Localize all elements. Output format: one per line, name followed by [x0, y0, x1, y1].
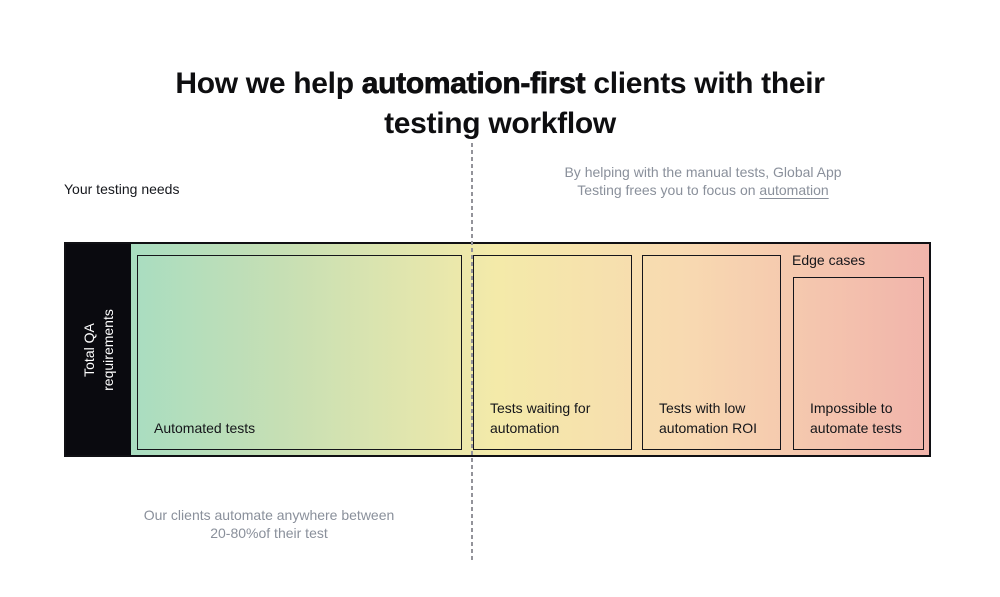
segment-low-roi: Tests with low automation ROI: [642, 255, 781, 450]
segment-label: Tests with low automation ROI: [659, 400, 758, 436]
title-highlight: automation-first: [361, 67, 586, 101]
total-qa-axis-box: Total QA requirements: [66, 244, 131, 455]
your-testing-needs-label: Your testing needs: [64, 181, 180, 197]
axis-label-line1: Total QA: [80, 322, 97, 377]
title-prefix: How we help: [175, 67, 362, 101]
automation-link[interactable]: automation: [759, 181, 829, 198]
dashed-divider-line: [471, 143, 473, 560]
title-line2: testing workflow: [384, 107, 616, 141]
edge-cases-label: Edge cases: [792, 252, 866, 268]
clients-automate-line2: 20-80%of their test: [210, 524, 328, 541]
segment-automated-tests: Automated tests: [137, 255, 462, 450]
title-line1-suffix: clients with their: [585, 67, 825, 101]
helper-note-line2: Testing frees you to focus on: [577, 181, 760, 198]
total-qa-axis-label: Total QA requirements: [80, 309, 118, 391]
clients-automate-line1: Our clients automate anywhere between: [143, 507, 395, 523]
axis-label-line2: requirements: [99, 308, 116, 391]
clients-automate-note: Our clients automate anywhere between 20…: [84, 507, 454, 542]
segment-label: Tests waiting for automation: [490, 400, 591, 436]
segment-label: Automated tests: [154, 419, 256, 436]
segment-label: Impossible to automate tests: [810, 400, 902, 436]
segment-tests-waiting: Tests waiting for automation: [473, 255, 632, 450]
qa-requirements-bar: Total QA requirements Automated tests Te…: [64, 242, 931, 457]
helper-note: By helping with the manual tests, Global…: [520, 164, 886, 199]
page-title: How we help automation-first clients wit…: [60, 64, 940, 144]
helper-note-line1: By helping with the manual tests, Global…: [564, 164, 842, 180]
segment-impossible-to-automate: Impossible to automate tests: [793, 277, 924, 450]
